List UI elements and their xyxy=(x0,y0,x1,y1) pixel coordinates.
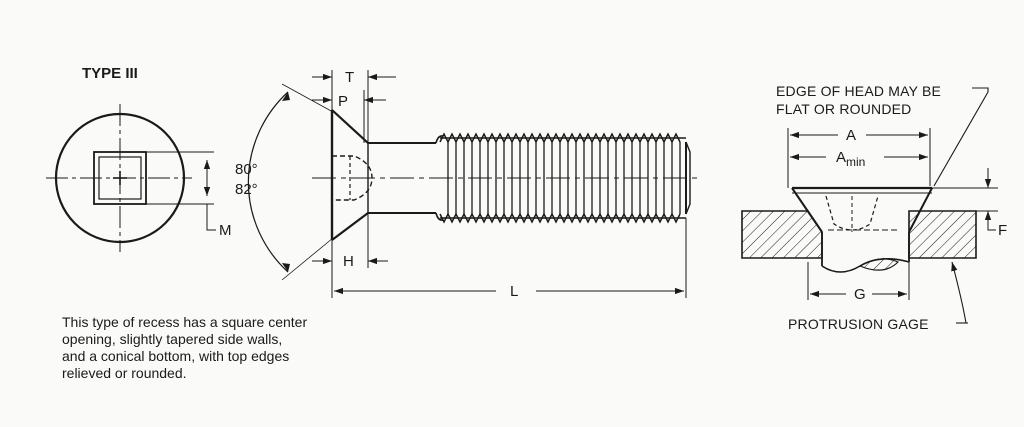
end-view xyxy=(46,104,216,252)
note-protrusion-gage: PROTRUSION GAGE xyxy=(788,316,929,332)
angle-label-82: 82° xyxy=(235,181,258,198)
a-min-base: A xyxy=(836,149,846,166)
note-edge-line1: EDGE OF HEAD MAY BE xyxy=(776,83,941,99)
dim-label-a-min: Amin xyxy=(836,149,865,169)
side-view-dimensions xyxy=(247,70,687,298)
description-line-1: This type of recess has a square center xyxy=(62,314,308,330)
dim-label-m: M xyxy=(219,222,232,239)
dim-label-h: H xyxy=(343,253,354,270)
gage-dimensions xyxy=(787,87,998,324)
description-line-2: opening, slightly tapered side walls, xyxy=(62,331,283,347)
dim-label-t: T xyxy=(345,69,354,86)
type-title: TYPE III xyxy=(82,65,138,82)
angle-label-80: 80° xyxy=(235,161,258,178)
description-line-3: and a conical bottom, with top edges xyxy=(62,348,290,364)
dim-label-l: L xyxy=(510,283,518,300)
recess-description: This type of recess has a square center … xyxy=(62,314,382,382)
protrusion-gage-view xyxy=(741,186,977,273)
thread-root-lines xyxy=(447,142,681,214)
screw-side-view xyxy=(312,109,700,241)
dim-label-p: P xyxy=(338,93,348,110)
a-min-subscript: min xyxy=(846,155,865,169)
dim-label-g: G xyxy=(854,286,866,303)
dim-label-a: A xyxy=(846,127,856,144)
angle-arrow-bottom xyxy=(282,263,290,272)
note-edge-line2: FLAT OR ROUNDED xyxy=(776,101,912,117)
description-line-4: relieved or rounded. xyxy=(62,365,187,381)
dim-label-f: F xyxy=(998,222,1007,239)
angle-arrow-top xyxy=(282,92,290,101)
